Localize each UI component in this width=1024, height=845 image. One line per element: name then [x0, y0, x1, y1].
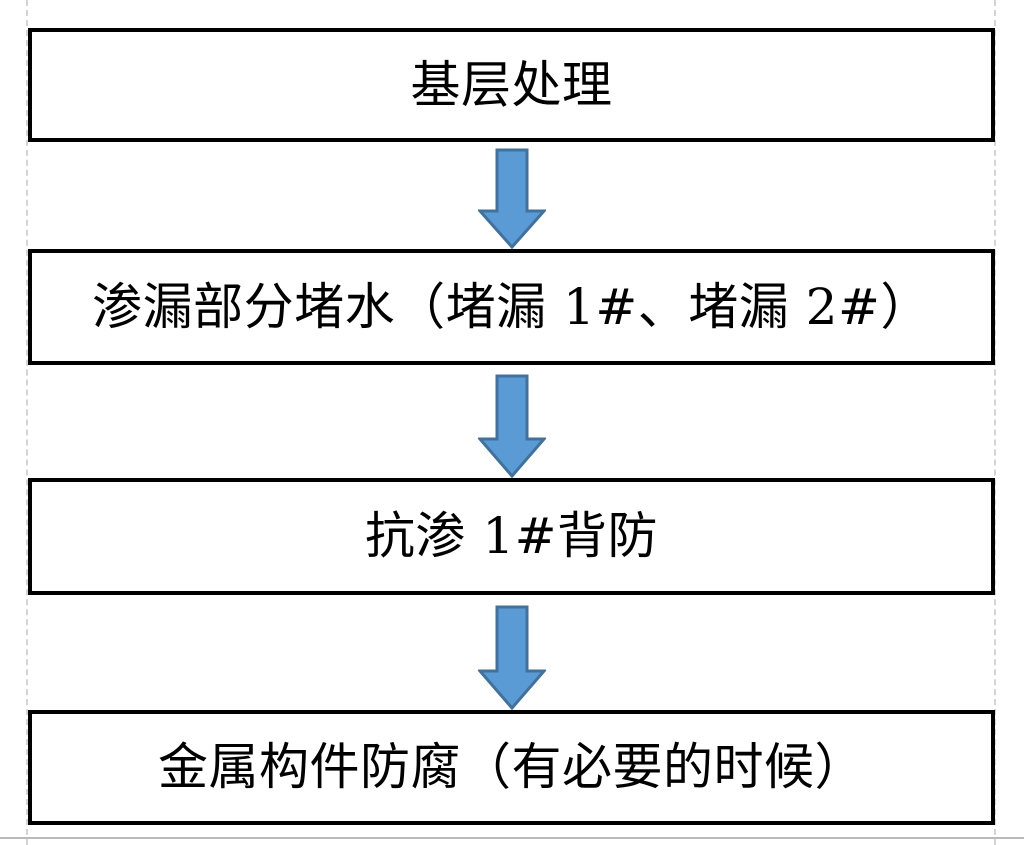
process-node-4-label: 金属构件防腐（有必要的时候）: [158, 738, 865, 797]
process-node-3[interactable]: 抗渗 1#背防: [28, 478, 995, 595]
down-block-arrow-icon-2: [478, 374, 546, 478]
process-node-2[interactable]: 渗漏部分堵水（堵漏 1#、堵漏 2#）: [28, 249, 995, 365]
down-block-arrow-icon-1: [478, 148, 546, 249]
process-node-1-label: 基层处理: [410, 55, 613, 114]
page-guide-line-right: [994, 0, 996, 845]
page-guide-line-left: [26, 0, 28, 845]
down-block-arrow-icon-3: [478, 605, 546, 710]
page-bottom-rule: [0, 837, 1024, 839]
process-node-1[interactable]: 基层处理: [28, 28, 995, 142]
process-node-3-label: 抗渗 1#背防: [364, 507, 659, 566]
process-node-2-label: 渗漏部分堵水（堵漏 1#、堵漏 2#）: [92, 277, 931, 336]
process-node-4[interactable]: 金属构件防腐（有必要的时候）: [28, 710, 995, 825]
